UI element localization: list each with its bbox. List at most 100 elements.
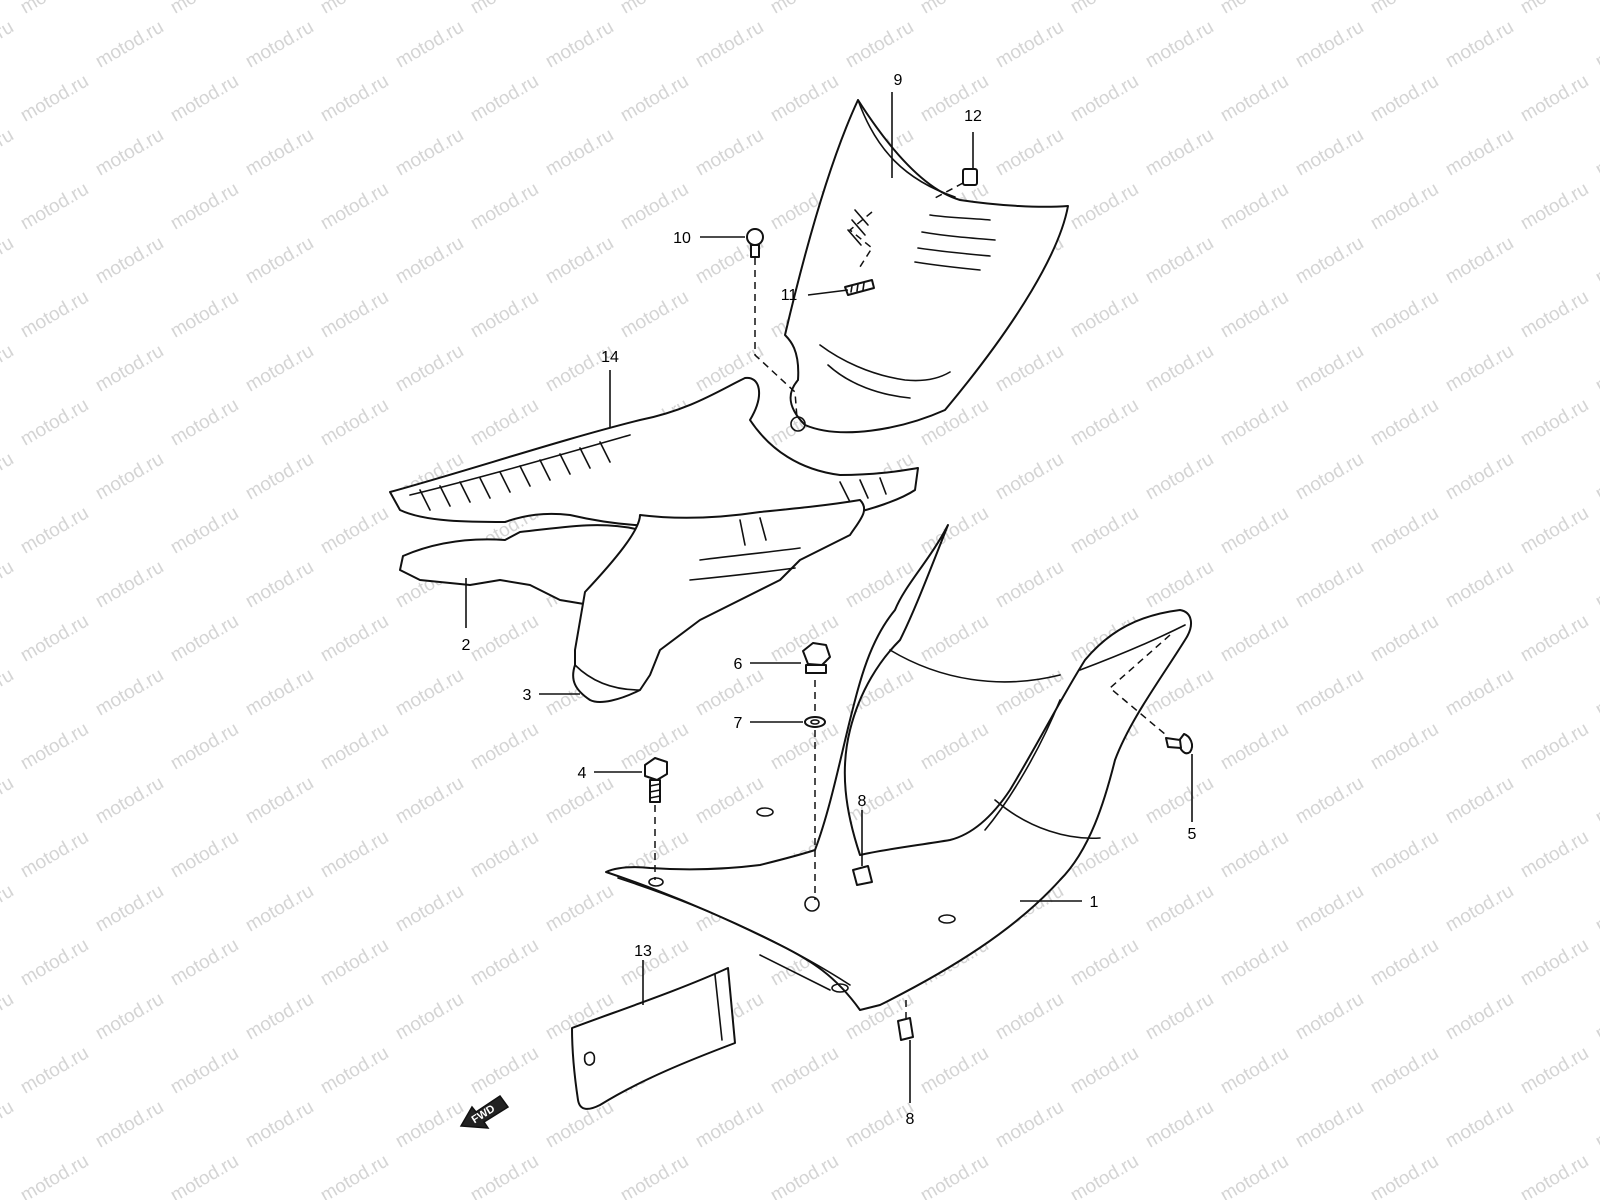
watermark-text: motod.ru bbox=[542, 881, 617, 937]
watermark-text: motod.ru bbox=[167, 719, 242, 775]
watermark-text: motod.ru bbox=[467, 935, 542, 991]
watermark-text: motod.ru bbox=[242, 125, 317, 181]
watermark-text: motod.ru bbox=[1067, 1151, 1142, 1200]
watermark-text: motod.ru bbox=[167, 827, 242, 883]
watermark-text: motod.ru bbox=[1592, 233, 1600, 289]
callout-9: 9 bbox=[894, 72, 903, 89]
watermark-text: motod.ru bbox=[1442, 449, 1517, 505]
watermark-text: motod.ru bbox=[617, 1151, 692, 1200]
watermark-text: motod.ru bbox=[92, 233, 167, 289]
part-6-nut[interactable] bbox=[802, 642, 831, 674]
watermark-text: motod.ru bbox=[917, 719, 992, 775]
watermark-text: motod.ru bbox=[1217, 611, 1292, 667]
watermark-text: motod.ru bbox=[1367, 395, 1442, 451]
callout-7: 7 bbox=[734, 715, 743, 732]
watermark-text: motod.ru bbox=[767, 1151, 842, 1200]
watermark-text: motod.ru bbox=[1217, 503, 1292, 559]
watermark-text: motod.ru bbox=[1292, 665, 1367, 721]
watermark-text: motod.ru bbox=[392, 341, 467, 397]
watermark-text: motod.ru bbox=[17, 179, 92, 235]
part-4-bolt[interactable] bbox=[644, 757, 668, 803]
watermark-text: motod.ru bbox=[467, 611, 542, 667]
watermark-text: motod.ru bbox=[1517, 611, 1592, 667]
watermark-text: motod.ru bbox=[692, 125, 767, 181]
watermark-text: motod.ru bbox=[317, 935, 392, 991]
watermark-text: motod.ru bbox=[167, 935, 242, 991]
watermark-text: motod.ru bbox=[767, 1043, 842, 1099]
watermark-text: motod.ru bbox=[167, 395, 242, 451]
callout-8-lower: 8 bbox=[906, 1111, 915, 1128]
callout-6: 6 bbox=[734, 656, 743, 673]
watermark-text: motod.ru bbox=[0, 989, 17, 1045]
leader-lines bbox=[465, 92, 1193, 1103]
watermark-text: motod.ru bbox=[1442, 1097, 1517, 1153]
watermark-text: motod.ru bbox=[842, 17, 917, 73]
watermark-text: motod.ru bbox=[992, 341, 1067, 397]
part-14-floor-mat[interactable] bbox=[389, 376, 919, 527]
watermark-text: motod.ru bbox=[392, 773, 467, 829]
part-13-lower-trim[interactable] bbox=[571, 967, 736, 1110]
part-12-clip-nut[interactable] bbox=[962, 168, 978, 186]
watermark-text: motod.ru bbox=[1442, 881, 1517, 937]
callout-14: 14 bbox=[601, 349, 619, 366]
watermark-text: motod.ru bbox=[392, 125, 467, 181]
watermark-text: motod.ru bbox=[242, 1097, 317, 1153]
callout-2: 2 bbox=[462, 637, 471, 654]
watermark-text: motod.ru bbox=[1142, 1097, 1217, 1153]
watermark-text: motod.ru bbox=[1442, 233, 1517, 289]
watermark-text: motod.ru bbox=[992, 449, 1067, 505]
watermark-text: motod.ru bbox=[1592, 989, 1600, 1045]
watermark-text: motod.ru bbox=[1067, 1043, 1142, 1099]
watermark-text: motod.ru bbox=[467, 71, 542, 127]
watermark-text: motod.ru bbox=[1442, 665, 1517, 721]
part-5-screw[interactable] bbox=[1165, 733, 1194, 755]
part-11-tapping-screw[interactable] bbox=[844, 279, 875, 296]
watermark-text: motod.ru bbox=[1067, 179, 1142, 235]
watermark-text: motod.ru bbox=[1067, 935, 1142, 991]
watermark-text: motod.ru bbox=[0, 341, 17, 397]
part-8-clip-lower[interactable] bbox=[897, 1017, 914, 1041]
callout-1: 1 bbox=[1090, 894, 1099, 911]
watermark-text: motod.ru bbox=[1217, 395, 1292, 451]
watermark-text: motod.ru bbox=[317, 395, 392, 451]
watermark-text: motod.ru bbox=[617, 179, 692, 235]
watermark-text: motod.ru bbox=[617, 0, 692, 18]
part-8-clip-upper[interactable] bbox=[852, 865, 873, 886]
watermark-text: motod.ru bbox=[392, 989, 467, 1045]
watermark-text: motod.ru bbox=[0, 449, 17, 505]
watermark-text: motod.ru bbox=[1292, 17, 1367, 73]
watermark-text: motod.ru bbox=[1592, 125, 1600, 181]
watermark-text: motod.ru bbox=[1217, 287, 1292, 343]
watermark-text: motod.ru bbox=[992, 125, 1067, 181]
watermark-text: motod.ru bbox=[167, 0, 242, 18]
watermark-text: motod.ru bbox=[1517, 1043, 1592, 1099]
callout-5: 5 bbox=[1188, 826, 1197, 843]
watermark-text: motod.ru bbox=[242, 989, 317, 1045]
watermark-text: motod.ru bbox=[1217, 1043, 1292, 1099]
watermark-text: motod.ru bbox=[1217, 1151, 1292, 1200]
part-7-washer[interactable] bbox=[804, 716, 826, 728]
watermark-text: motod.ru bbox=[1142, 233, 1217, 289]
part-3-floor-board[interactable] bbox=[572, 499, 866, 703]
watermark-text: motod.ru bbox=[1367, 503, 1442, 559]
watermark-text: motod.ru bbox=[992, 557, 1067, 613]
watermark-text: motod.ru bbox=[1517, 395, 1592, 451]
part-10-screw[interactable] bbox=[746, 228, 764, 258]
watermark-text: motod.ru bbox=[0, 17, 17, 73]
watermark-text: motod.ru bbox=[1592, 773, 1600, 829]
watermark-text: motod.ru bbox=[92, 449, 167, 505]
watermark-text: motod.ru bbox=[0, 557, 17, 613]
watermark-text: motod.ru bbox=[0, 125, 17, 181]
callout-3: 3 bbox=[523, 687, 532, 704]
watermark-text: motod.ru bbox=[1592, 1097, 1600, 1153]
watermark-text: motod.ru bbox=[167, 611, 242, 667]
watermark-text: motod.ru bbox=[17, 1151, 92, 1200]
watermark-text: motod.ru bbox=[167, 287, 242, 343]
watermark-text: motod.ru bbox=[617, 935, 692, 991]
watermark-text: motod.ru bbox=[1592, 341, 1600, 397]
watermark-text: motod.ru bbox=[1067, 287, 1142, 343]
watermark-text: motod.ru bbox=[1517, 719, 1592, 775]
part-9-leg-shield-upper[interactable] bbox=[784, 99, 1069, 434]
watermark-text: motod.ru bbox=[317, 179, 392, 235]
